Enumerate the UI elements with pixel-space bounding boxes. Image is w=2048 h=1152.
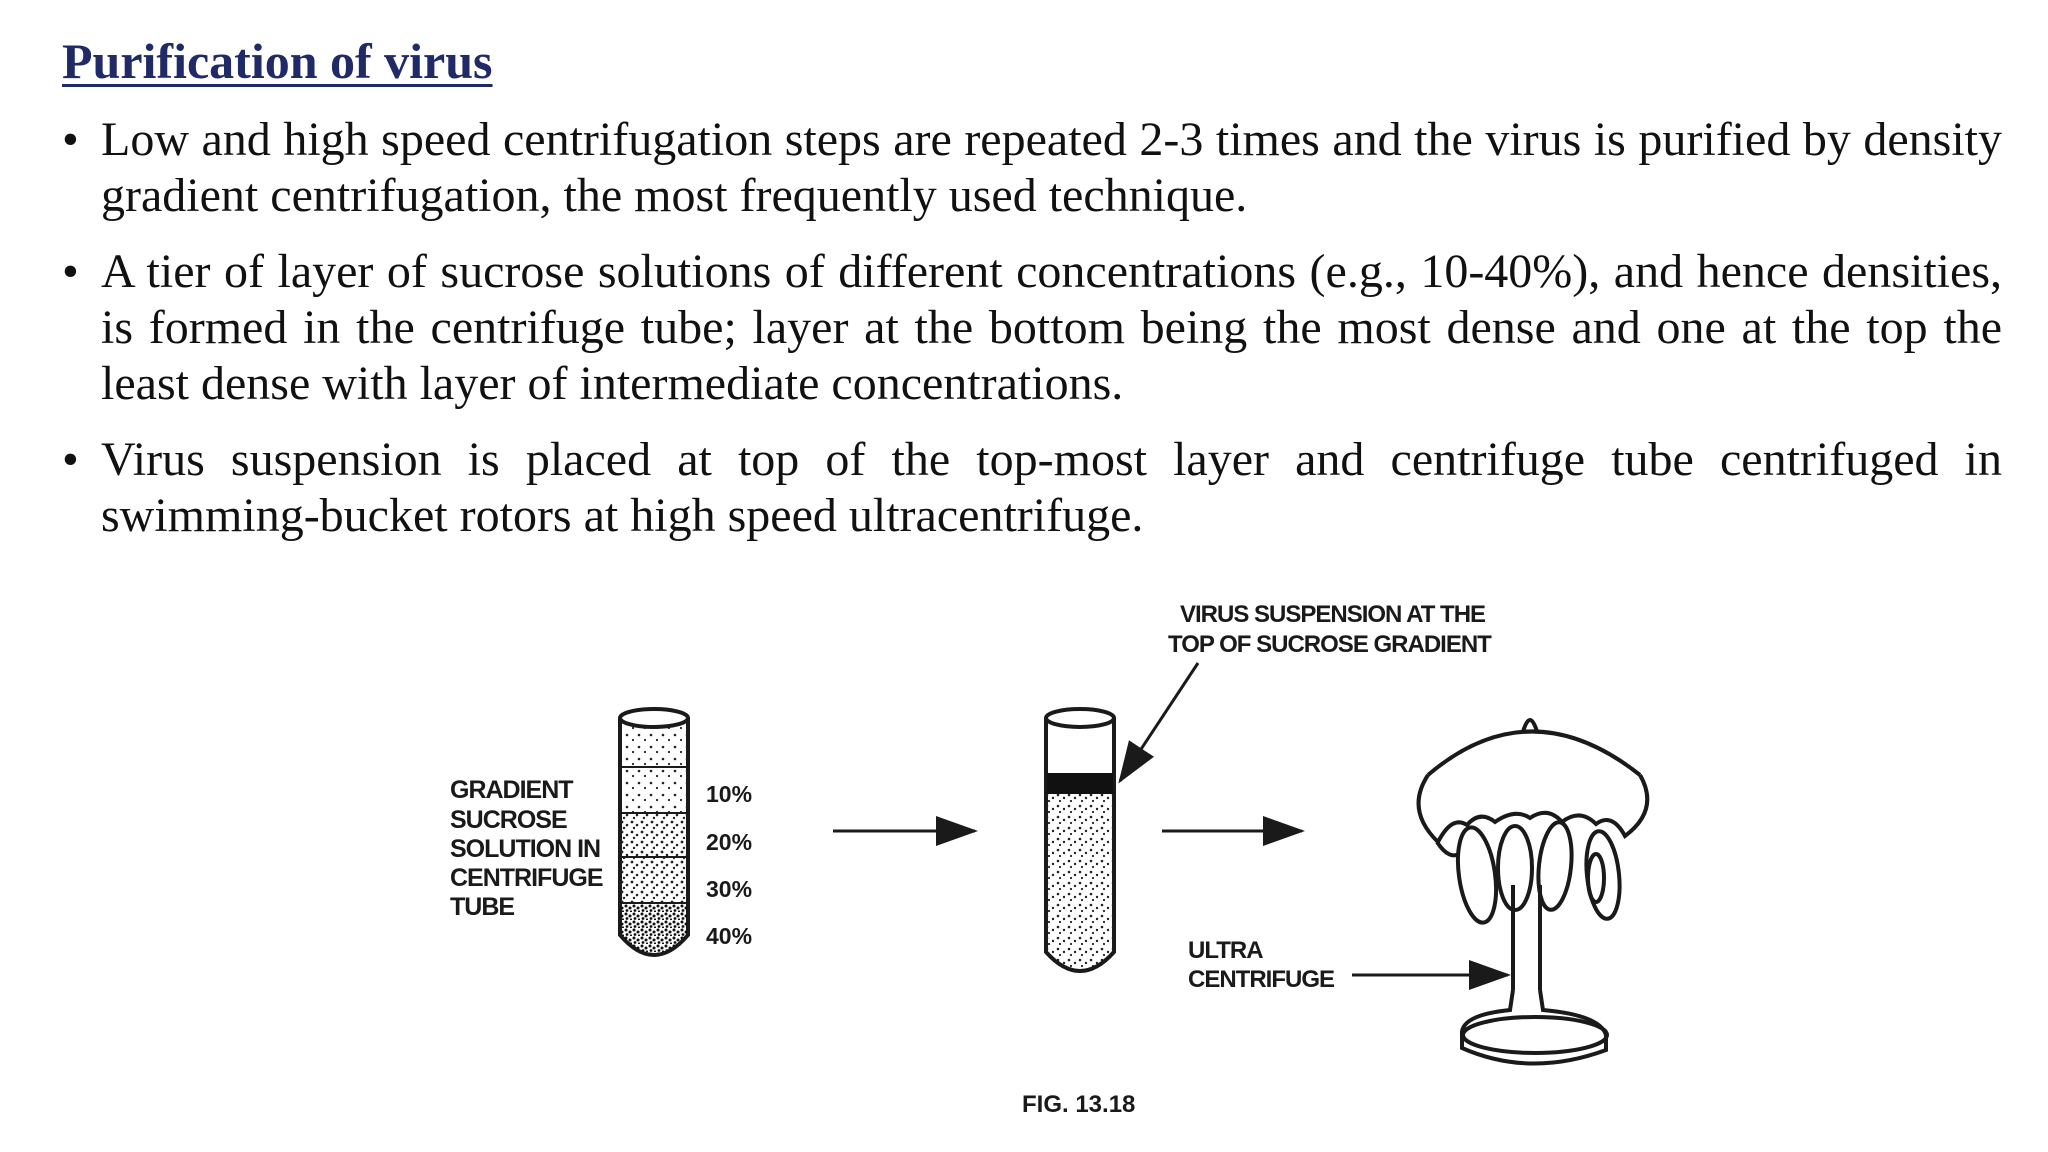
bullet-item: • Virus suspension is placed at top of t…	[62, 432, 2002, 544]
bullet-dot-icon: •	[62, 113, 79, 166]
gradient-label-line: GRADIENT	[450, 776, 573, 804]
bullet-item: • A tier of layer of sucrose solutions o…	[62, 244, 2002, 412]
bullet-dot-icon: •	[62, 433, 79, 486]
ultra-label-line: ULTRA	[1188, 937, 1263, 964]
gradient-label-line: SUCROSE	[450, 806, 567, 834]
ultra-label: ULTRA CENTRIFUGE	[1188, 937, 1335, 993]
bullet-item: • Low and high speed centrifugation step…	[62, 112, 2002, 224]
bullet-text: Virus suspension is placed at top of the…	[101, 433, 2002, 542]
virus-label: VIRUS SUSPENSION AT THE TOP OF SUCROSE G…	[1168, 601, 1492, 658]
concentration-label: 20%	[706, 829, 752, 855]
gradient-label-line: TUBE	[450, 893, 514, 921]
bullet-dot-icon: •	[62, 245, 79, 298]
gradient-label-line: CENTRIFUGE	[450, 864, 603, 892]
slide-title: Purification of virus	[62, 33, 493, 89]
gradient-label: GRADIENT SUCROSE SOLUTION IN CENTRIFUGE …	[450, 776, 608, 921]
virus-label-line: TOP OF SUCROSE GRADIENT	[1168, 631, 1492, 658]
concentration-label: 40%	[706, 923, 752, 949]
ultracentrifuge-drawing	[1416, 718, 1650, 1066]
bullet-list: • Low and high speed centrifugation step…	[62, 112, 2002, 564]
concentration-labels: 10% 20% 30% 40%	[706, 781, 758, 949]
concentration-label: 30%	[706, 876, 752, 902]
concentration-label: 10%	[706, 781, 752, 807]
virus-label-line: VIRUS SUSPENSION AT THE	[1180, 601, 1486, 628]
pointer-arrow-icon	[1118, 662, 1200, 784]
bullet-text: A tier of layer of sucrose solutions of …	[101, 245, 2002, 410]
gradient-label-line: SOLUTION IN	[450, 835, 600, 863]
bullet-text: Low and high speed centrifugation steps …	[101, 113, 2002, 222]
virus-tube	[1044, 707, 1116, 973]
figure-caption: FIG. 13.18	[1022, 1091, 1135, 1118]
gradient-tube	[618, 707, 690, 957]
ultra-label-line: CENTRIFUGE	[1188, 966, 1335, 993]
